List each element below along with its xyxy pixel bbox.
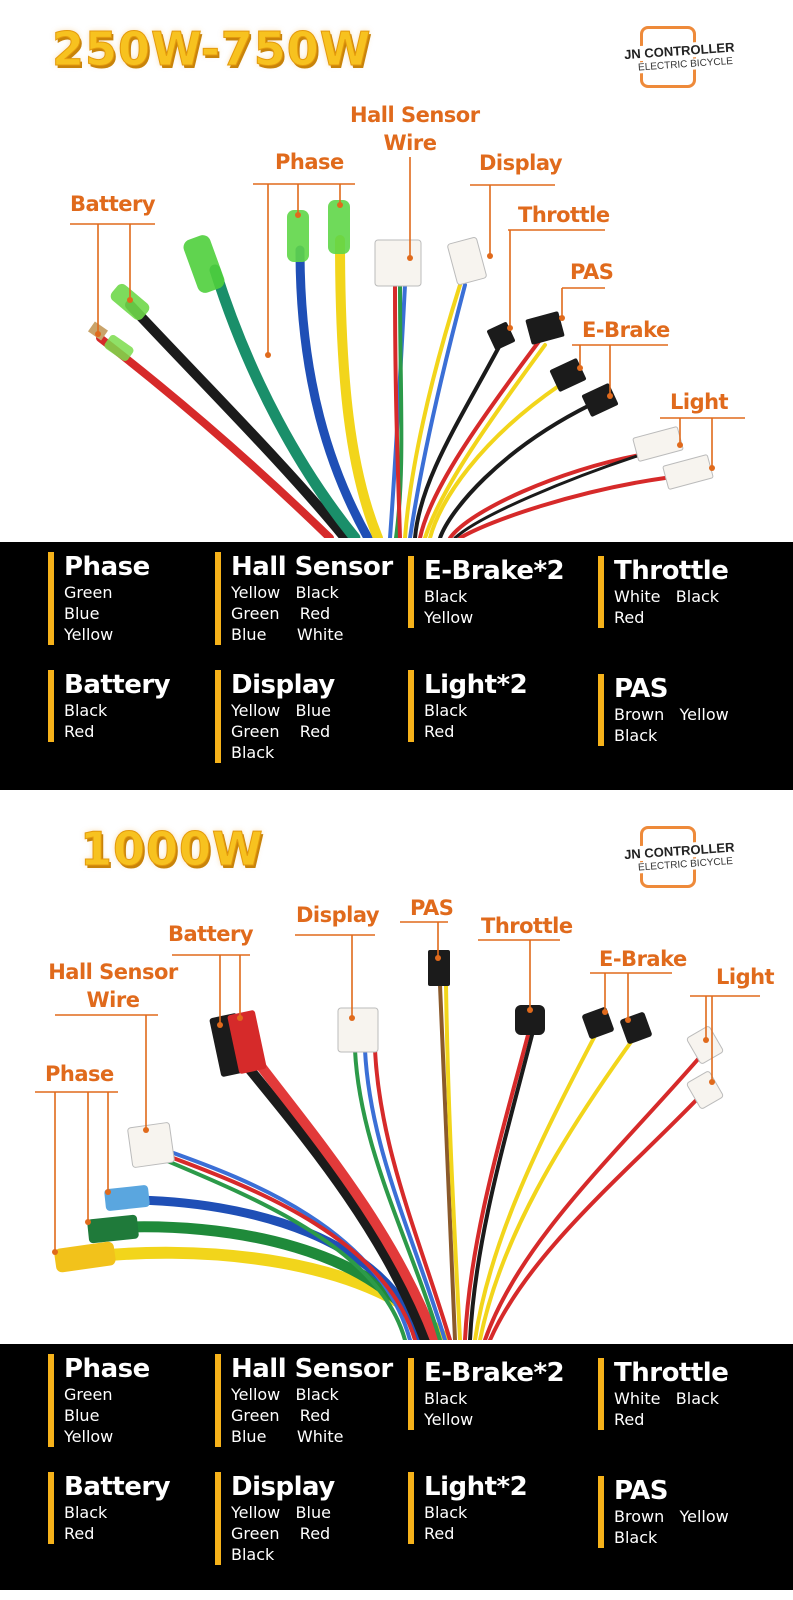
- legend-display: Display Yellow Blue Green Red Black: [215, 670, 335, 763]
- label-hall-sensor: Hall Sensor: [48, 960, 178, 984]
- legend-throttle: Throttle White Black Red: [598, 1358, 729, 1430]
- legend-250w-750w: Phase Green Blue Yellow Hall Sensor Yell…: [0, 538, 793, 792]
- label-ebrake: E-Brake: [599, 947, 687, 971]
- label-throttle: Throttle: [518, 203, 610, 227]
- label-pas: PAS: [570, 260, 614, 284]
- legend-battery: Battery Black Red: [48, 1472, 171, 1544]
- legend-pas: PAS Brown Yellow Black: [598, 1476, 729, 1548]
- legend-light: Light*2 Black Red: [408, 1472, 528, 1544]
- label-display: Display: [296, 903, 380, 927]
- brand-logo: JN CONTROLLER ELECTRIC BICYCLE: [623, 826, 745, 890]
- bottom-border: [0, 1590, 793, 1600]
- label-light: Light: [670, 390, 729, 414]
- legend-display: Display Yellow Blue Green Red Black: [215, 1472, 335, 1565]
- legend-ebrake: E-Brake*2 Black Yellow: [408, 1358, 565, 1430]
- panel-1000w: 1000W JN CONTROLLER ELECTRIC BICYCLE Hal…: [0, 790, 793, 1340]
- legend-1000w: Phase Green Blue Yellow Hall Sensor Yell…: [0, 1340, 793, 1594]
- title-1000w: 1000W: [80, 822, 264, 877]
- legend-hall-sensor: Hall Sensor Yellow Black Green Red Blue …: [215, 552, 393, 645]
- title-250w-750w: 250W-750W: [52, 22, 372, 77]
- label-light: Light: [716, 965, 775, 989]
- label-display: Display: [479, 151, 563, 175]
- label-phase: Phase: [275, 150, 344, 174]
- legend-hall-sensor: Hall Sensor Yellow Black Green Red Blue …: [215, 1354, 393, 1447]
- label-hall-wire: Wire: [86, 988, 140, 1012]
- label-hall-sensor: Hall Sensor: [350, 103, 480, 127]
- legend-phase: Phase Green Blue Yellow: [48, 552, 150, 645]
- label-battery: Battery: [168, 922, 254, 946]
- wiring-photo-250w-750w: [70, 157, 745, 538]
- panel-250w-750w: 250W-750W JN CONTROLLER ELECTRIC BICYCLE…: [0, 0, 793, 538]
- label-throttle: Throttle: [481, 914, 573, 938]
- legend-battery: Battery Black Red: [48, 670, 171, 742]
- label-hall-wire: Wire: [383, 131, 437, 155]
- legend-throttle: Throttle White Black Red: [598, 556, 729, 628]
- label-battery: Battery: [70, 192, 156, 216]
- label-phase: Phase: [45, 1062, 114, 1086]
- brand-logo: JN CONTROLLER ELECTRIC BICYCLE: [623, 26, 745, 90]
- legend-ebrake: E-Brake*2 Black Yellow: [408, 556, 565, 628]
- wiring-photo-1000w: [35, 921, 760, 1340]
- label-pas: PAS: [410, 896, 454, 920]
- label-ebrake: E-Brake: [582, 318, 670, 342]
- legend-phase: Phase Green Blue Yellow: [48, 1354, 150, 1447]
- legend-light: Light*2 Black Red: [408, 670, 528, 742]
- legend-pas: PAS Brown Yellow Black: [598, 674, 729, 746]
